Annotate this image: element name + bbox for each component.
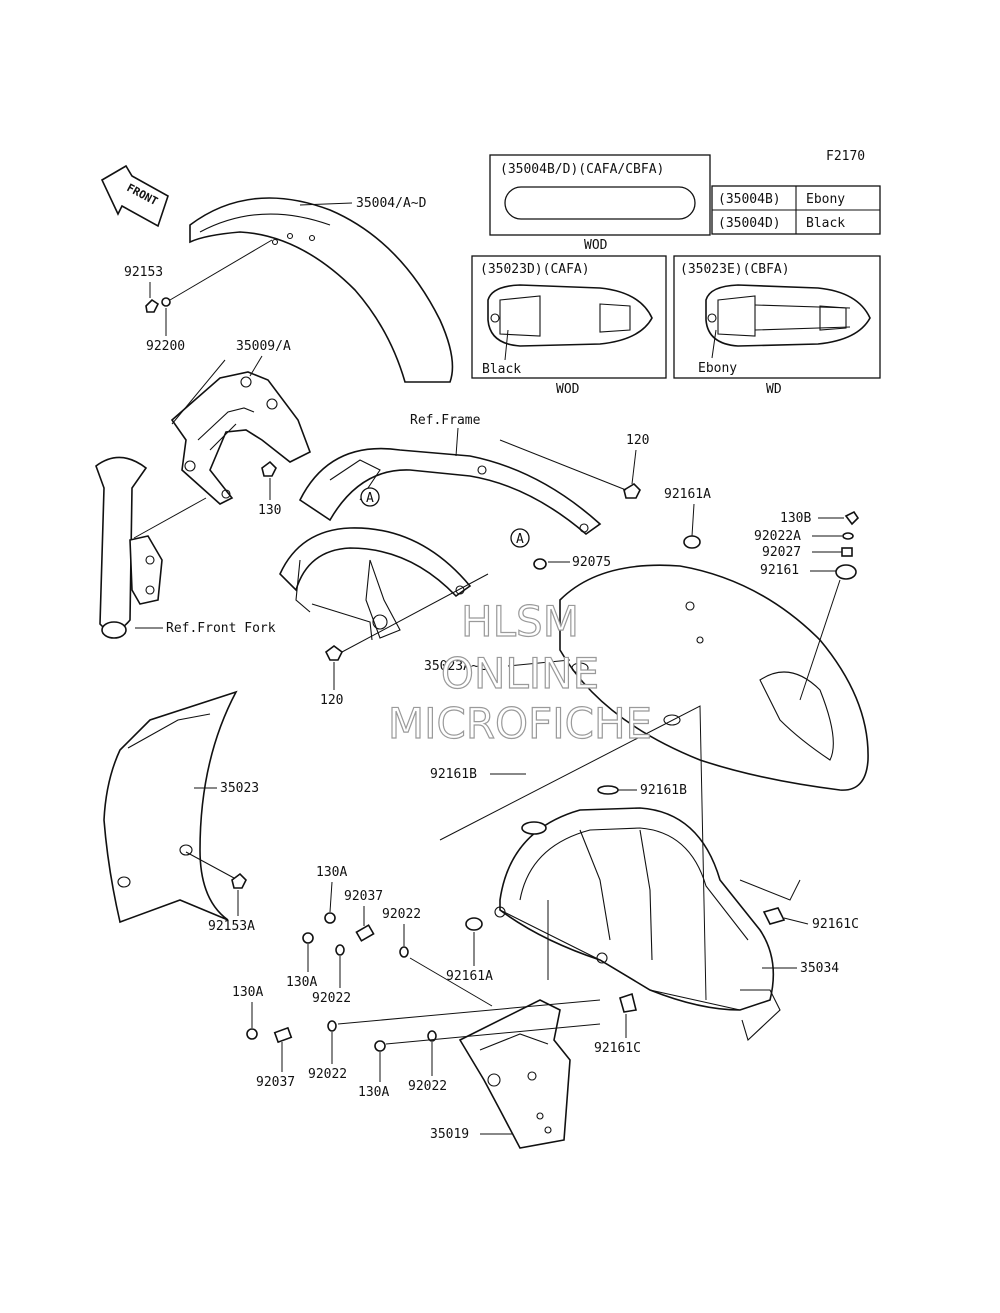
variant-box-fender: (35004B/D)(CAFA/CBFA) WOD bbox=[489, 154, 711, 253]
front-direction-arrow: FRONT bbox=[100, 164, 169, 228]
variant-box-fender-caption: WOD bbox=[584, 238, 608, 253]
variant-box-rear-black-color: Black bbox=[482, 362, 521, 377]
pad-92161B-left bbox=[521, 821, 547, 835]
variant-box-fender-header: (35004B/D)(CAFA/CBFA) bbox=[500, 162, 664, 177]
label-35019: 35019 bbox=[430, 1127, 469, 1142]
variant-box-rear-ebony-header: (35023E)(CBFA) bbox=[680, 262, 790, 277]
front-fork-ref bbox=[95, 456, 163, 639]
bolt-130A-4 bbox=[374, 1040, 386, 1052]
label-92161B-right: 92161B bbox=[640, 783, 687, 798]
label-92153A: 92153A bbox=[208, 919, 255, 934]
color-table-color-2: Black bbox=[806, 216, 845, 231]
figure-code: F2170 bbox=[826, 149, 865, 164]
ref-frame: Ref.Frame bbox=[410, 413, 481, 428]
watermark-line-3: MICROFICHE bbox=[388, 699, 652, 748]
svg-text:A: A bbox=[516, 532, 524, 547]
variant-box-rear-ebony-caption: WD bbox=[766, 382, 782, 397]
washer-92200 bbox=[161, 297, 171, 307]
collar-92037-2 bbox=[273, 1026, 293, 1044]
bolt-130A-3 bbox=[246, 1028, 258, 1040]
svg-text:A: A bbox=[366, 491, 374, 506]
bolt-92153A bbox=[231, 872, 247, 889]
clip-92161C-lower bbox=[619, 992, 637, 1013]
collar-92027 bbox=[841, 547, 853, 557]
label-92037-1: 92037 bbox=[344, 889, 383, 904]
label-120-lower: 120 bbox=[320, 693, 343, 708]
grommet-92161A-lower bbox=[465, 917, 483, 931]
washer-92022-2 bbox=[335, 944, 345, 956]
label-92022-1: 92022 bbox=[382, 907, 421, 922]
bolt-120-upper bbox=[623, 482, 641, 499]
ref-marker-a-left: A bbox=[360, 487, 380, 507]
clip-92161C-right bbox=[762, 907, 786, 925]
label-130B: 130B bbox=[780, 511, 811, 526]
variant-box-rear-black: (35023D)(CAFA) Black WOD bbox=[471, 255, 667, 397]
label-130A-1: 130A bbox=[316, 865, 347, 880]
bolt-130A-1 bbox=[324, 912, 336, 924]
label-35009: 35009/A bbox=[236, 339, 291, 354]
label-92200: 92200 bbox=[146, 339, 185, 354]
bolt-130A-2 bbox=[302, 932, 314, 944]
washer-92022-3 bbox=[327, 1020, 337, 1032]
label-92037-2: 92037 bbox=[256, 1075, 295, 1090]
label-92075: 92075 bbox=[572, 555, 611, 570]
label-92022-4: 92022 bbox=[408, 1079, 447, 1094]
grommet-92161A-upper bbox=[683, 535, 701, 549]
color-table-part-2: (35004D) bbox=[718, 216, 781, 231]
grommet-92161 bbox=[835, 564, 857, 580]
front-fender bbox=[189, 197, 454, 383]
washer-92022-4 bbox=[427, 1030, 437, 1042]
label-35034: 35034 bbox=[800, 961, 839, 976]
label-130A-3: 130A bbox=[232, 985, 263, 1000]
color-table-part-1: (35004B) bbox=[718, 192, 781, 207]
label-35004: 35004/A~D bbox=[356, 196, 427, 211]
fender-bracket-35009 bbox=[170, 371, 312, 505]
label-92022A: 92022A bbox=[754, 529, 801, 544]
variant-box-rear-black-header: (35023D)(CAFA) bbox=[480, 262, 590, 277]
bolt-120-lower bbox=[324, 645, 344, 661]
license-bracket-35019 bbox=[458, 999, 571, 1149]
bolt-92153 bbox=[145, 298, 160, 313]
collar-92037-1 bbox=[355, 924, 375, 942]
color-table: (35004B) Ebony (35004D) Black bbox=[711, 185, 881, 235]
variant-box-rear-ebony-color: Ebony bbox=[698, 361, 737, 376]
ref-marker-a-right: A bbox=[510, 528, 530, 548]
label-92161A-upper: 92161A bbox=[664, 487, 711, 502]
label-120-upper: 120 bbox=[626, 433, 649, 448]
label-35023AE: 35023A~E bbox=[424, 659, 487, 674]
frame-ref bbox=[279, 447, 602, 641]
side-cover-35023 bbox=[103, 690, 238, 924]
watermark-line-2: ONLINE bbox=[441, 649, 599, 698]
label-130: 130 bbox=[258, 503, 281, 518]
ref-front-fork: Ref.Front Fork bbox=[166, 621, 276, 636]
label-92022-3: 92022 bbox=[308, 1067, 347, 1082]
label-92161A-lower: 92161A bbox=[446, 969, 493, 984]
variant-box-rear-ebony: (35023E)(CBFA) Ebony WD bbox=[673, 255, 881, 397]
pad-92161B-right bbox=[597, 785, 619, 795]
label-35023: 35023 bbox=[220, 781, 259, 796]
label-92161: 92161 bbox=[760, 563, 799, 578]
bolt-130B bbox=[844, 510, 860, 526]
label-92153: 92153 bbox=[124, 265, 163, 280]
washer-92022A bbox=[842, 532, 854, 540]
label-92161B-left: 92161B bbox=[430, 767, 477, 782]
variant-box-rear-black-caption: WOD bbox=[556, 382, 580, 397]
label-92027: 92027 bbox=[762, 545, 801, 560]
watermark-line-1: HLSM bbox=[461, 597, 579, 646]
label-130A-4: 130A bbox=[358, 1085, 389, 1100]
color-table-color-1: Ebony bbox=[806, 192, 845, 207]
label-92161C-lower: 92161C bbox=[594, 1041, 641, 1056]
nut-92075 bbox=[533, 558, 547, 570]
bolt-130 bbox=[261, 460, 277, 477]
rear-fender-35023 bbox=[559, 564, 869, 791]
label-130A-2: 130A bbox=[286, 975, 317, 990]
washer-92022-1 bbox=[399, 946, 409, 958]
label-92161C-right: 92161C bbox=[812, 917, 859, 932]
label-92022-2: 92022 bbox=[312, 991, 351, 1006]
